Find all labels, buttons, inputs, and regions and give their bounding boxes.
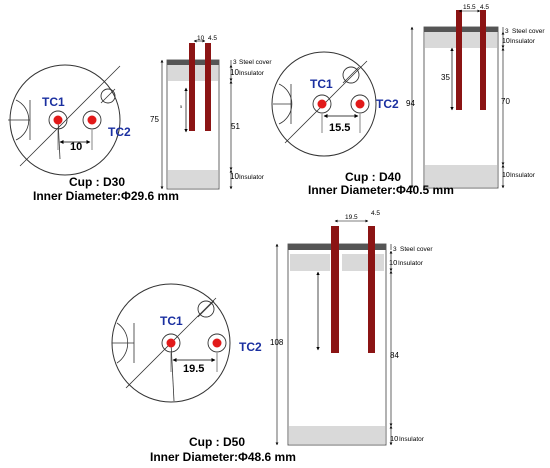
d50-rod-1 (331, 226, 339, 353)
d40-cup-label: Cup : D40 (345, 170, 401, 184)
d40-cup-circle (271, 51, 377, 157)
cup-d30: 10 TC1 TC2 10 4.5 5 75 3 Steel cover (8, 35, 272, 203)
d40-rod-width: 4.5 (480, 4, 489, 11)
d30-rod-2 (205, 43, 211, 131)
d30-tc1-ring (48, 110, 68, 130)
d50-plan-view: 19.5 TC1 TC2 (111, 283, 262, 403)
d30-top-spacing: 10 (197, 35, 205, 42)
d40-steel-cover-label: Steel cover (512, 28, 545, 35)
d40-bottom-insulator (425, 165, 497, 187)
d30-side-view: 10 4.5 5 75 3 Steel cover 10 Insulator 5… (150, 35, 272, 190)
d40-insulator-label: Insulator (510, 38, 536, 45)
d30-plan-spacing: 10 (70, 141, 82, 153)
d50-top-insulator-left (290, 254, 330, 271)
d30-bottom-insulator-label: Insulator (239, 174, 265, 181)
d40-left-arc (278, 83, 293, 125)
d50-top-spacing: 19.5 (345, 214, 358, 221)
d40-rod-2 (480, 10, 486, 110)
d50-diameter-title: Inner Diameter: (150, 450, 238, 464)
d40-diameter-value: Φ40.5 mm (396, 183, 454, 197)
d50-rod-width: 4.5 (371, 210, 380, 217)
d50-total-height: 108 (270, 338, 284, 347)
d50-cup-label: Cup : D50 (189, 435, 245, 449)
d50-tc2-label: TC2 (239, 340, 262, 354)
d30-tc1-label: TC1 (42, 95, 65, 109)
d50-diameter-value: Φ48.6 mm (238, 450, 296, 464)
d30-tc2-label: TC2 (108, 125, 131, 139)
d30-small-mark: 5 (180, 104, 183, 109)
d30-diameter-value: Φ29.6 mm (121, 189, 179, 203)
d50-port-circle (197, 300, 215, 318)
d30-top-insulator-dim: 10 (230, 68, 239, 77)
d30-plan-view: 10 TC1 TC2 (8, 64, 131, 176)
d40-tc2-label: TC2 (376, 97, 399, 111)
d30-steel-cover-label: Steel cover (239, 59, 272, 66)
d50-tc2-dot (212, 338, 222, 348)
d50-top-insulator-right (342, 254, 384, 271)
d40-tc1-ring (312, 94, 332, 114)
d40-port-circle (342, 66, 360, 84)
d40-side-view: 15.5 4.5 35 94 3 Steel cover 10 Insulato… (406, 4, 545, 189)
d50-bottom-insulator-label: Insulator (399, 436, 425, 443)
d50-bottom-insulator-dim: 10 (390, 434, 398, 443)
d40-tc1-label: TC1 (310, 77, 333, 91)
d40-cover-thickness: 3 (505, 28, 509, 35)
d50-insulator-label: Insulator (398, 260, 424, 267)
d40-diameter-title: Inner Diameter: (308, 183, 396, 197)
d30-rod-1 (189, 43, 195, 131)
d50-tc1-label: TC1 (160, 314, 183, 328)
d50-top-insulator-dim: 10 (389, 258, 397, 267)
d50-steel-cover-label: Steel cover (400, 246, 433, 253)
d40-rod-1 (456, 10, 462, 110)
d30-cup-label: Cup : D30 (69, 175, 125, 189)
d30-total-height: 75 (150, 115, 159, 124)
d40-total-height: 94 (406, 99, 415, 108)
d30-port-circle (100, 88, 116, 104)
d40-top-insulator-dim: 10 (502, 38, 510, 45)
d40-top-spacing: 15.5 (463, 4, 476, 11)
d40-bottom-insulator-label: Insulator (510, 172, 536, 179)
d50-tc1-dot (166, 338, 176, 348)
cup-d40: 15.5 TC1 TC2 15.5 4.5 35 94 3 Steel cove… (271, 4, 545, 197)
d30-cover-thickness: 3 (233, 59, 237, 66)
d40-middle-height: 70 (501, 97, 510, 106)
d50-middle-height: 84 (390, 351, 399, 360)
d40-bottom-insulator-dim: 10 (502, 172, 510, 179)
d40-plan-view: 15.5 TC1 TC2 (271, 51, 399, 157)
d40-tc2-ring (350, 94, 370, 114)
cup-d50: 19.5 TC1 TC2 19.5 4.5 108 3 Steel cover … (111, 210, 433, 464)
d30-bottom-insulator (168, 170, 218, 188)
d50-plan-spacing: 19.5 (183, 363, 204, 375)
d30-tc1-dot (53, 115, 63, 125)
d40-tc1-dot (317, 99, 327, 109)
d30-middle-height: 51 (231, 122, 240, 131)
d30-insulator-label: Insulator (239, 70, 265, 77)
d50-rod-2 (368, 226, 375, 353)
d30-bottom-insulator-dim: 10 (230, 172, 239, 181)
d30-diameter-title: Inner Diameter: (33, 189, 121, 203)
d50-tc1-ring (161, 333, 181, 353)
d40-tc2-dot (355, 99, 365, 109)
d50-side-view: 19.5 4.5 108 3 Steel cover 10 Insulator … (270, 210, 433, 446)
d30-tc2-ring (82, 110, 102, 130)
d40-immersion-depth: 35 (441, 73, 450, 82)
d40-plan-spacing: 15.5 (329, 122, 350, 134)
d30-tc2-dot (87, 115, 97, 125)
d50-tc2-ring (207, 333, 227, 353)
d30-rod-width: 4.5 (208, 35, 217, 42)
d50-bottom-insulator (289, 426, 385, 444)
d50-cover-thickness: 3 (393, 246, 397, 253)
